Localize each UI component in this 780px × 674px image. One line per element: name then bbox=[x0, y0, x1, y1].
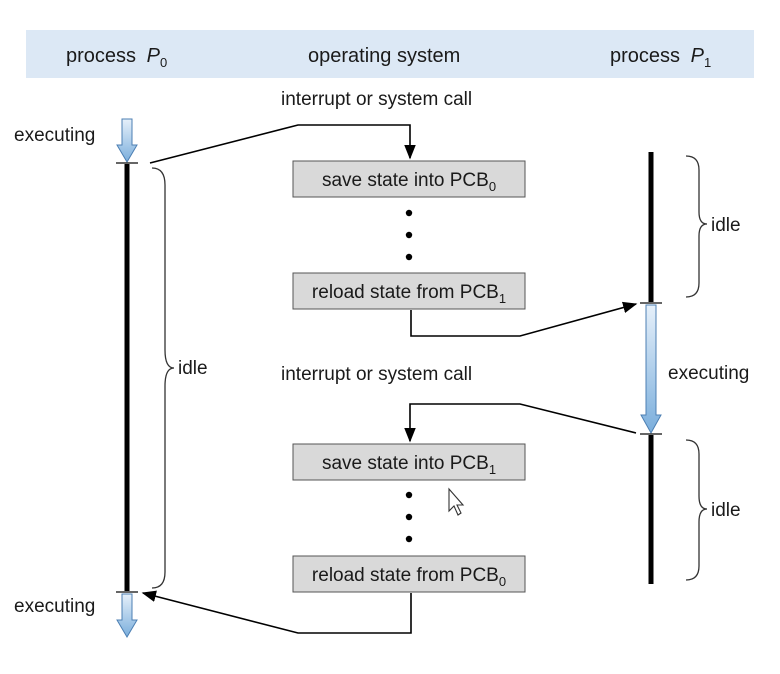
arrow-p1-to-os bbox=[404, 403, 637, 443]
box-save-pcb1: save state into PCB1 bbox=[292, 443, 526, 481]
svg-text:reload state from PCB1: reload state from PCB1 bbox=[312, 282, 506, 306]
svg-text:save state into PCB1: save state into PCB1 bbox=[322, 453, 496, 477]
p0-idle-brace bbox=[151, 167, 175, 589]
interrupt-label-top: interrupt or system call bbox=[281, 89, 472, 110]
box-reload-pcb1: reload state from PCB1 bbox=[292, 272, 526, 310]
svg-text:save state into PCB0: save state into PCB0 bbox=[322, 170, 496, 194]
mouse-cursor-icon bbox=[448, 487, 465, 516]
p1-idle-top-label: idle bbox=[711, 215, 741, 236]
p0-executing-top-label: executing bbox=[14, 125, 95, 146]
header-process-p0: process P0 bbox=[66, 45, 167, 70]
p0-executing-top-arrow bbox=[116, 118, 138, 163]
p1-idle-top-brace bbox=[685, 155, 708, 298]
arrow-p0-to-os bbox=[149, 124, 416, 164]
p0-idle-label: idle bbox=[178, 358, 208, 379]
p0-executing-bottom-label: executing bbox=[14, 596, 95, 617]
box-reload-pcb0: reload state from PCB0 bbox=[292, 555, 526, 593]
ellipsis-dots-bottom bbox=[405, 491, 413, 543]
interrupt-label-middle: interrupt or system call bbox=[281, 364, 472, 385]
box-save-pcb0: save state into PCB0 bbox=[292, 160, 526, 198]
p1-timeline bbox=[640, 152, 662, 584]
arrow-os-to-p1 bbox=[410, 301, 638, 337]
header-band bbox=[26, 30, 754, 78]
p0-timeline bbox=[116, 118, 138, 638]
header-process-p1: process P1 bbox=[610, 45, 711, 70]
p1-executing-label: executing bbox=[668, 363, 749, 384]
arrow-os-to-p0 bbox=[141, 590, 412, 634]
header-operating-system: operating system bbox=[308, 45, 460, 67]
svg-text:reload state from PCB0: reload state from PCB0 bbox=[312, 565, 506, 589]
p0-executing-bottom-arrow bbox=[116, 593, 138, 638]
p1-executing-arrow bbox=[640, 304, 662, 435]
p1-idle-bottom-label: idle bbox=[711, 500, 741, 521]
ellipsis-dots-top bbox=[405, 209, 413, 261]
p1-idle-bottom-brace bbox=[685, 439, 708, 581]
